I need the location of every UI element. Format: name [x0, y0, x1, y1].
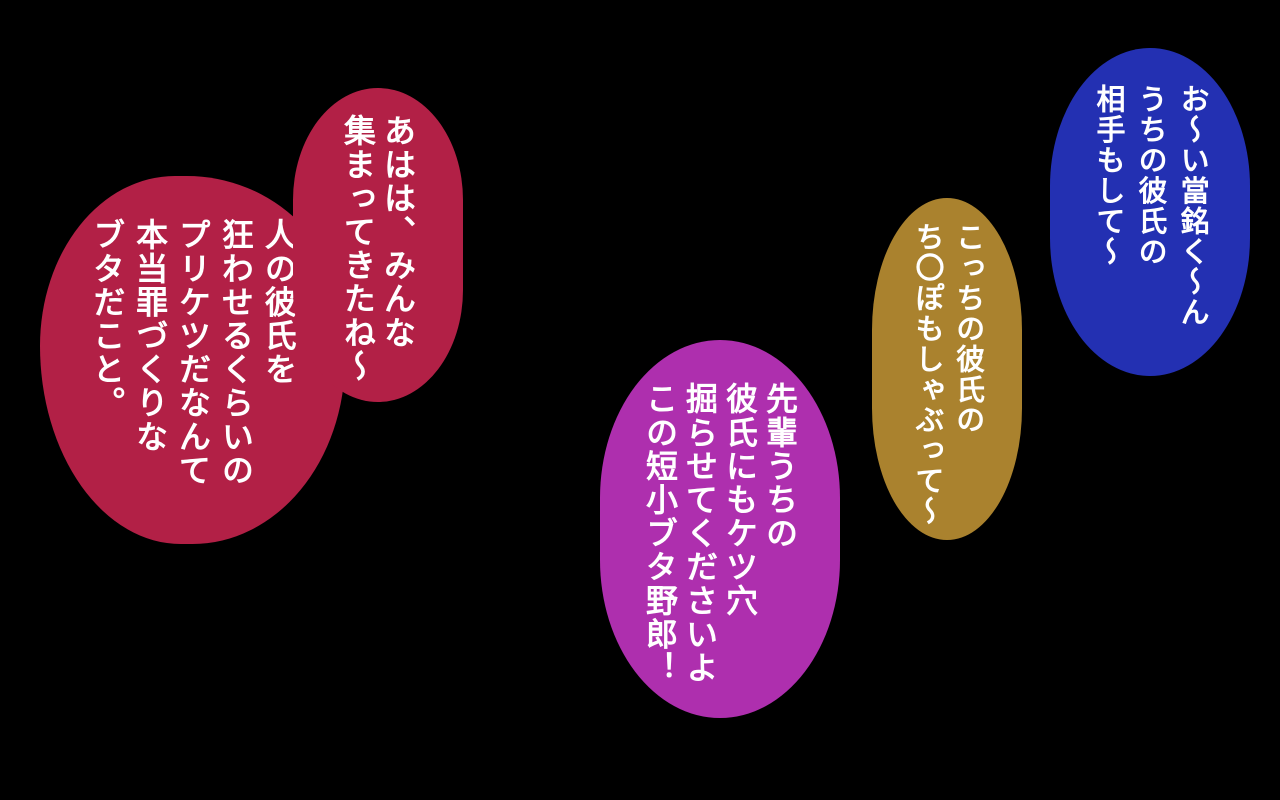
bubble-text-line: こっちの彼氏の: [951, 222, 984, 436]
speech-bubble-red-small: あはは、みんな 集まってきたね〜: [293, 88, 463, 402]
bubble-text-line: プリケツだなんて: [174, 218, 211, 487]
bubble-text-line: ち〇ぽもしゃぶって〜: [911, 222, 943, 527]
speech-bubble-text: 人の彼氏を 狂わせるくらいの プリケツだなんて 本当罪づくりな ブタだこと。: [85, 176, 299, 487]
bubble-text-line: 本当罪づくりな: [132, 218, 169, 454]
speech-bubble-blue: お〜い當銘く〜ん うちの彼氏の 相手もして〜: [1050, 48, 1250, 376]
bubble-text-line: 狂わせるくらいの: [217, 218, 254, 487]
bubble-text-line: お〜い當銘く〜ん: [1176, 84, 1209, 328]
bubble-text-line: あはは、みんな: [380, 114, 416, 350]
bubble-text-line: 先輩うちの: [762, 382, 798, 550]
bubble-text-line: この短小ブタ野郎！: [642, 382, 678, 685]
bubble-text-line: 彼氏にもケツ穴: [722, 382, 758, 618]
speech-bubble-text: こっちの彼氏の ち〇ぽもしゃぶって〜: [906, 198, 987, 527]
speech-bubble-text: お〜い當銘く〜ん うちの彼氏の 相手もして〜: [1087, 48, 1213, 328]
bubble-text-line: ブタだこと。: [89, 218, 126, 420]
speech-bubble-text: あはは、みんな 集まってきたね〜: [338, 88, 418, 383]
speech-bubble-text: 先輩うちの 彼氏にもケツ穴 掘らせてくださいよ この短小ブタ野郎！: [640, 340, 800, 684]
bubble-text-line: 相手もして〜: [1091, 84, 1124, 267]
bubble-text-line: 集まってきたね〜: [340, 114, 376, 383]
speech-bubble-purple: 先輩うちの 彼氏にもケツ穴 掘らせてくださいよ この短小ブタ野郎！: [600, 340, 840, 718]
bubble-text-line: 掘らせてくださいよ: [682, 382, 718, 685]
bubble-text-line: うちの彼氏の: [1134, 84, 1167, 267]
speech-bubble-gold: こっちの彼氏の ち〇ぽもしゃぶって〜: [872, 198, 1022, 540]
bubble-text-line: 人の彼氏を: [260, 218, 297, 386]
